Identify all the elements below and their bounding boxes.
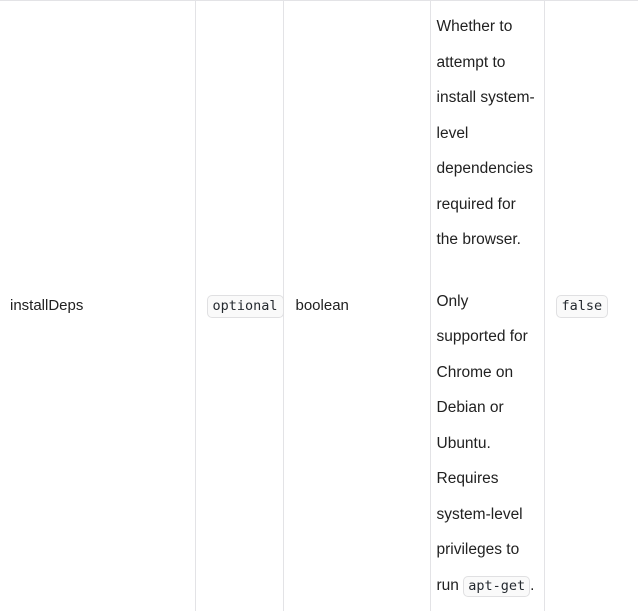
default-value-badge: false	[556, 295, 609, 318]
description-body: Whether to attempt to install system-lev…	[431, 1, 544, 611]
requirement-wrapper: optional	[196, 285, 283, 328]
requirement-badge: optional	[207, 295, 284, 318]
type-label: boolean	[284, 286, 430, 326]
cell-default-value: false	[544, 1, 638, 611]
cell-parameter-name: installDeps	[0, 1, 195, 611]
description-paragraph-2-text-after-code: .	[530, 577, 534, 594]
description-paragraph-2: Only supported for Chrome on Debian or U…	[437, 284, 536, 604]
description-paragraph-2-text-before-code: Only supported for Chrome on Debian or U…	[437, 293, 528, 594]
parameter-name-label: installDeps	[0, 286, 195, 326]
cell-type: boolean	[283, 1, 430, 611]
cell-description: Whether to attempt to install system-lev…	[430, 1, 544, 611]
cell-requirement: optional	[195, 1, 283, 611]
apt-get-code-badge: apt-get	[463, 576, 530, 597]
default-value-wrapper: false	[545, 285, 638, 328]
description-paragraph-1: Whether to attempt to install system-lev…	[437, 9, 536, 258]
